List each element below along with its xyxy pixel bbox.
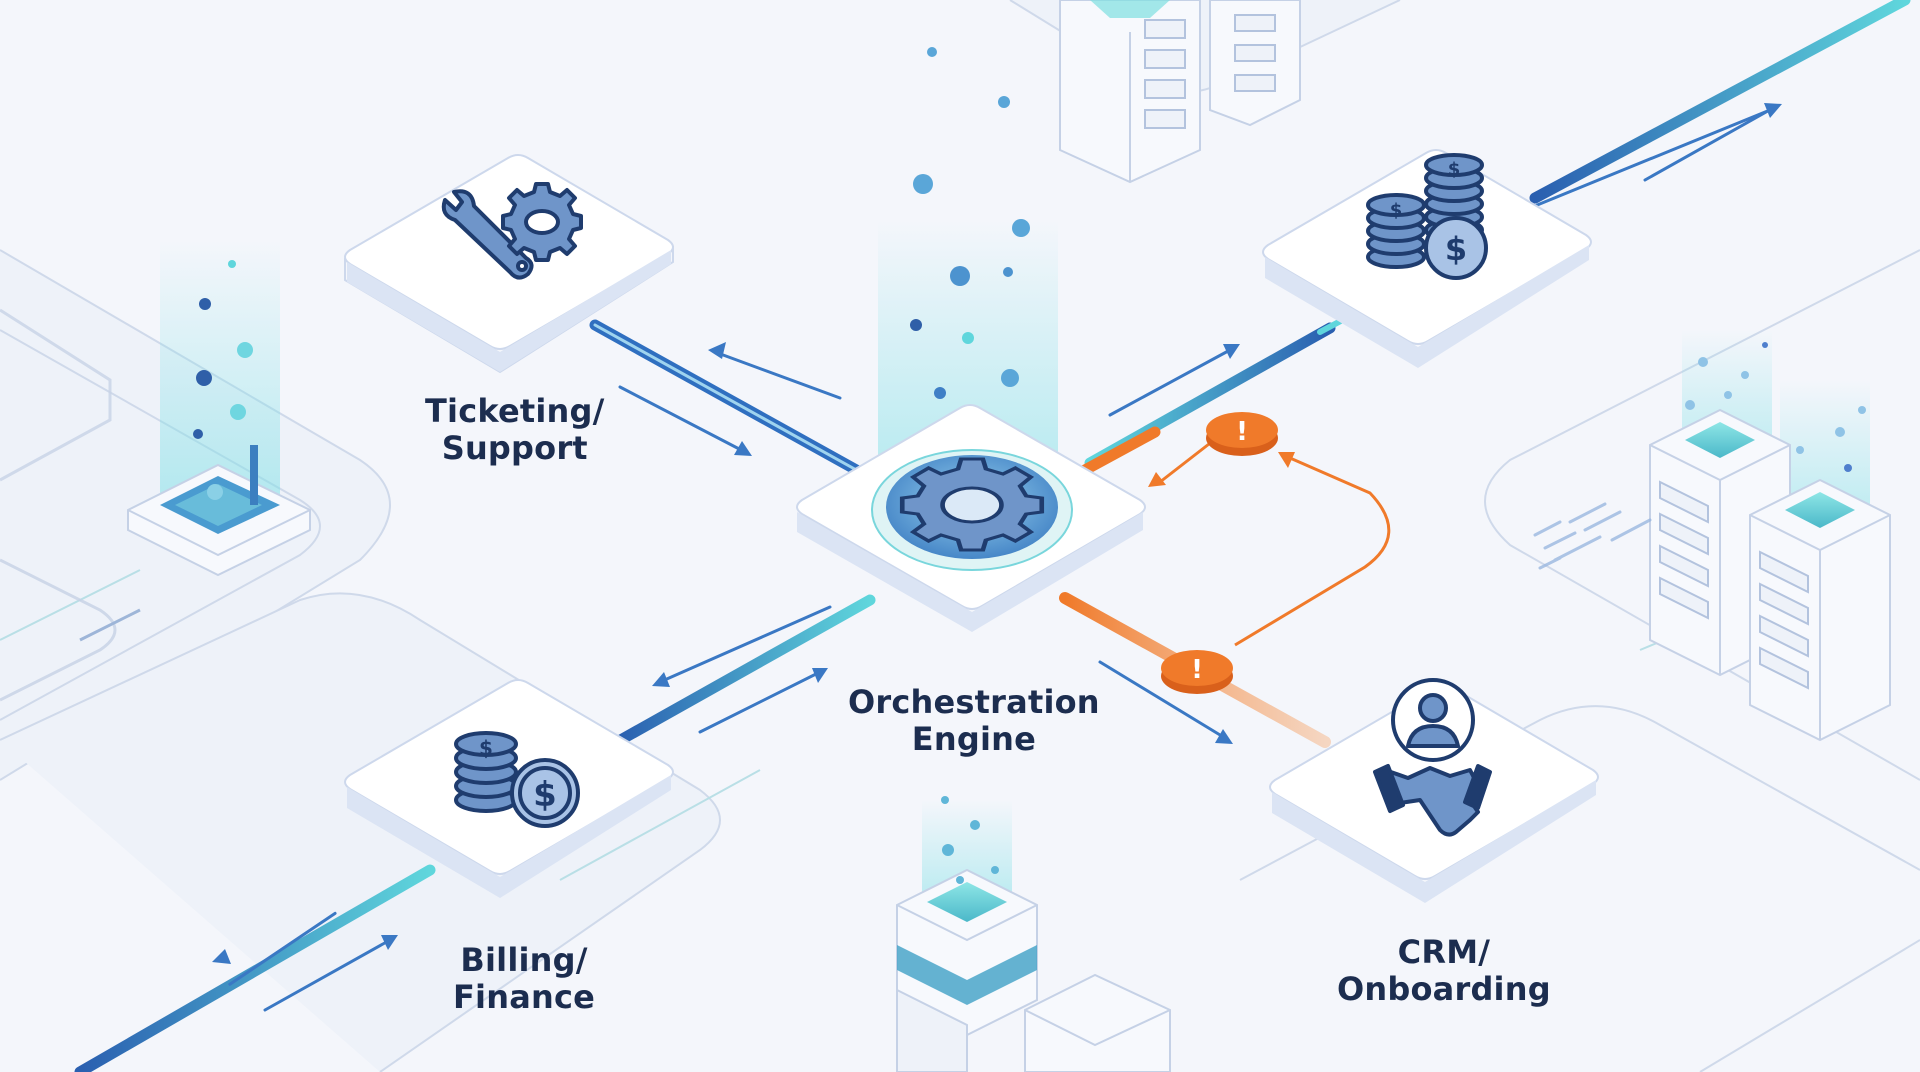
- orchestration-label-line1: Orchestration: [848, 683, 1100, 721]
- node-orchestration[interactable]: [796, 404, 1146, 632]
- node-payments[interactable]: $ $ $: [1262, 149, 1592, 368]
- svg-text:$: $: [1445, 230, 1467, 268]
- wrench-gear-icon: [441, 182, 583, 280]
- svg-text:$: $: [1448, 159, 1461, 180]
- svg-text:$: $: [479, 736, 493, 760]
- ticketing-label: Ticketing/ Support: [425, 393, 605, 467]
- server-stack-bottom: [896, 796, 1171, 1072]
- data-lines-right: [1533, 502, 1652, 570]
- arrow-heads: [212, 103, 1782, 964]
- svg-text:$: $: [533, 775, 557, 815]
- link-billing: [611, 594, 876, 748]
- crm-label: CRM/ Onboarding: [1337, 934, 1551, 1008]
- coin-stack-dollar-icon: $ $ $: [1366, 153, 1488, 280]
- orchestration-label: Orchestration Engine: [848, 684, 1100, 758]
- link-payments-outer: [1529, 0, 1911, 204]
- alert-symbol: !: [1191, 655, 1203, 685]
- billing-label: Billing/ Finance: [453, 942, 595, 1016]
- billing-label-line1: Billing/: [460, 941, 588, 979]
- coins-dollar-icon: $ $: [454, 731, 580, 828]
- gear-icon: [899, 457, 1045, 552]
- handshake-user-icon: [1373, 678, 1492, 837]
- billing-label-line2: Finance: [453, 978, 596, 1016]
- crm-label-line2: Onboarding: [1337, 970, 1551, 1008]
- link-ticketing: [589, 319, 866, 478]
- crm-label-line1: CRM/: [1397, 933, 1491, 971]
- orchestration-label-line2: Engine: [911, 720, 1036, 758]
- alert-badge[interactable]: !: [1161, 650, 1233, 694]
- data-pad-left: [127, 240, 311, 577]
- node-ticketing[interactable]: [344, 154, 674, 374]
- link-billing-outer: [74, 864, 436, 1072]
- node-billing[interactable]: $ $: [344, 679, 674, 898]
- server-stack-right: [1649, 330, 1891, 742]
- svg-text:$: $: [1390, 200, 1403, 221]
- server-stack-top: [1059, 0, 1301, 184]
- ticketing-label-line1: Ticketing/: [425, 392, 605, 430]
- alert-loop: [1159, 435, 1391, 647]
- alert-badge[interactable]: !: [1206, 412, 1278, 456]
- left-ghost-panel: [0, 308, 141, 702]
- flow-arrows: [228, 105, 1777, 1012]
- alert-symbol: !: [1236, 417, 1248, 447]
- node-crm[interactable]: [1269, 678, 1599, 903]
- ticketing-label-line2: Support: [441, 429, 588, 467]
